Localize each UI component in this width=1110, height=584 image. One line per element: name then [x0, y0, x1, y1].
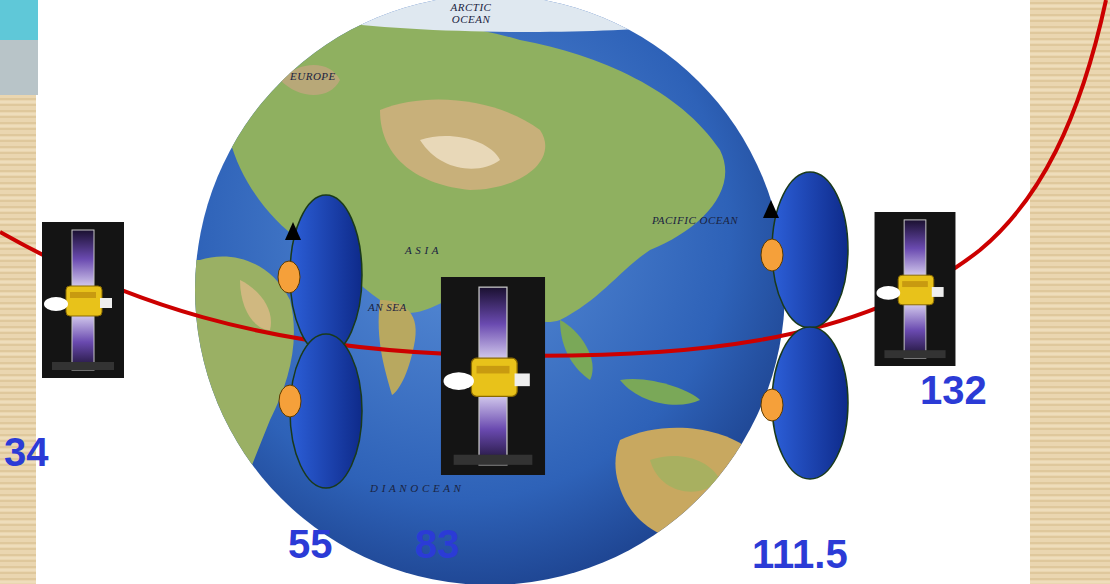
ocean-label: D I A N O C E A N [370, 482, 461, 494]
longitude-number: 34 [4, 432, 49, 472]
sea-label: AN SEA [368, 301, 407, 313]
ocean-label: PACIFIC OCEAN [652, 214, 738, 226]
region-label: A S I A [405, 244, 439, 256]
longitude-number: 83 [415, 524, 460, 564]
longitude-number: 132 [920, 370, 987, 410]
region-label: EUROPE [290, 70, 336, 82]
ocean-label: ARCTIC OCEAN [440, 2, 502, 25]
longitude-number: 55 [288, 524, 333, 564]
longitude-number: 111.5 [752, 534, 848, 574]
